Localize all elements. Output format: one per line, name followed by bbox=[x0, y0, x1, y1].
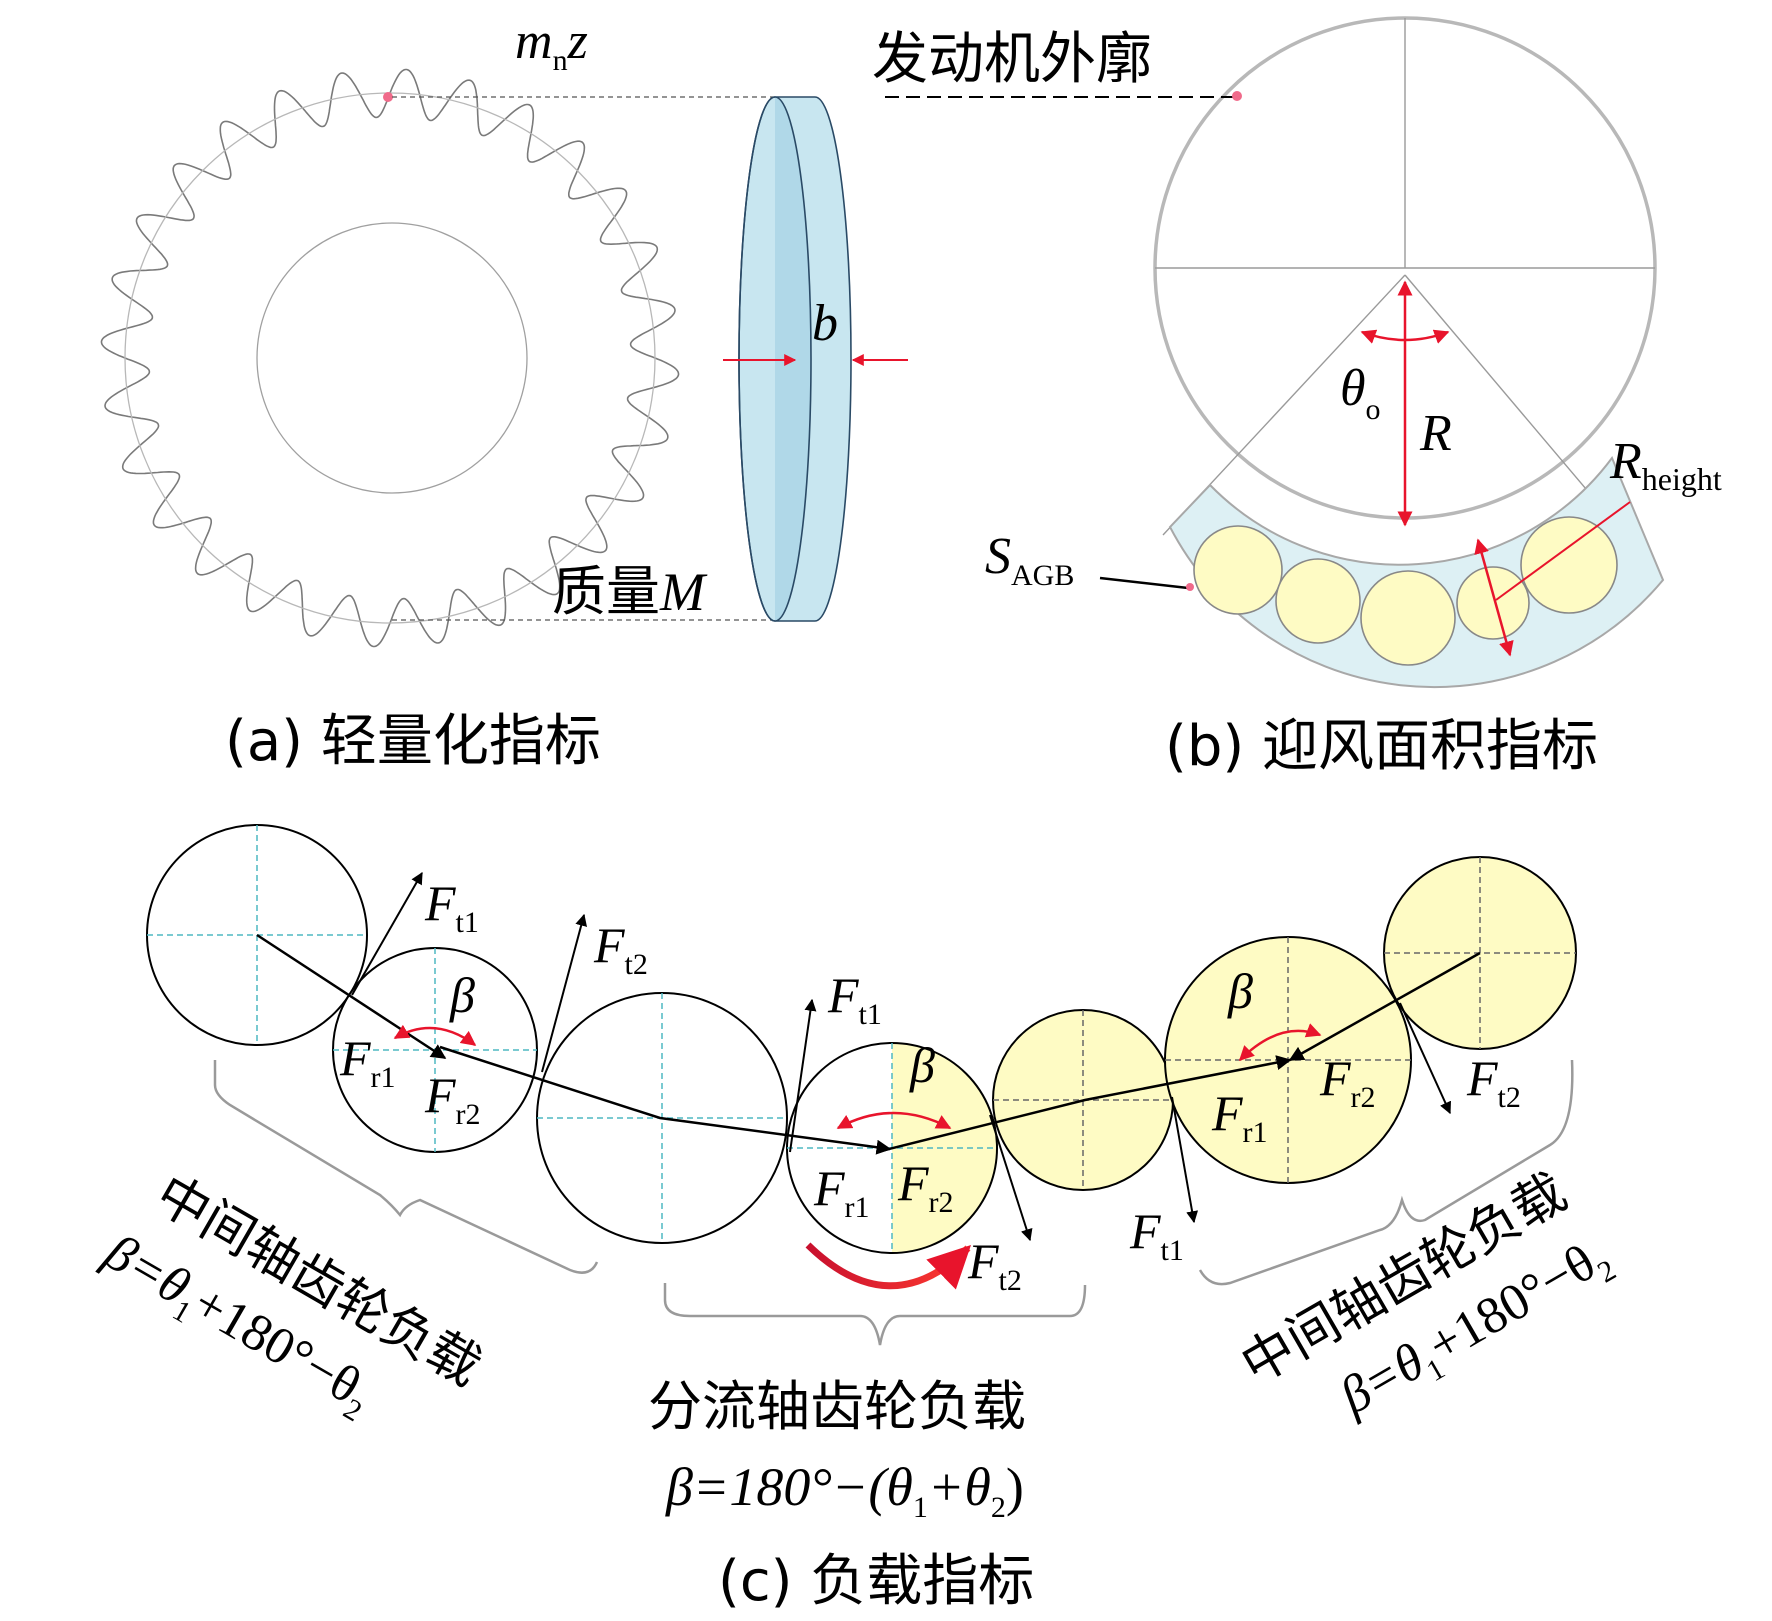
caption-c: (c) 负载指标 bbox=[718, 1549, 1034, 1614]
beta-arc-right bbox=[1238, 1023, 1322, 1062]
ft1-label-center: Ft1 bbox=[827, 967, 882, 1031]
rheight-leader bbox=[1495, 501, 1631, 601]
ft2-arrow-center bbox=[989, 1114, 1033, 1242]
fr1-label-right: Fr1 bbox=[1211, 1085, 1268, 1149]
engine-outline-label: 发动机外廓 bbox=[872, 27, 1152, 92]
brace-left bbox=[213, 1060, 599, 1274]
fr2-label-center: Fr2 bbox=[897, 1155, 954, 1219]
gear-pitch-circle bbox=[124, 92, 656, 624]
brace-right bbox=[1198, 1059, 1574, 1286]
sagb-label: SAGB bbox=[985, 528, 1074, 592]
fr2-label-right: Fr2 bbox=[1319, 1050, 1376, 1114]
theta-arc bbox=[1360, 329, 1450, 344]
panel-c: Ft1 Ft2 β Fr1 Fr2 Ft1 β Fr1 Fr2 Ft2 β Fr… bbox=[95, 824, 1622, 1614]
panel-a: b mnz 质量M (a) 轻量化指标 bbox=[100, 13, 908, 774]
agb-gear-2 bbox=[1275, 558, 1361, 644]
ft2-label-left: Ft2 bbox=[593, 917, 648, 981]
ft2-arrow-right bbox=[1399, 1002, 1451, 1115]
brace-center bbox=[663, 1283, 1087, 1346]
agb-gear-5 bbox=[1520, 516, 1618, 614]
right-annotation: 中间轴齿轮负载 β=θ1+180°−θ2 bbox=[1232, 1162, 1622, 1426]
caption-a: (a) 轻量化指标 bbox=[225, 709, 601, 774]
mass-label: 质量M bbox=[552, 560, 708, 623]
agb-gear-3 bbox=[1360, 570, 1456, 666]
engine-outline-marker bbox=[1232, 91, 1242, 101]
fr2-label-left: Fr2 bbox=[424, 1067, 481, 1131]
sagb-marker bbox=[1186, 583, 1194, 591]
fr1-label-left: Fr1 bbox=[339, 1030, 396, 1094]
ft2-label-center: Ft2 bbox=[967, 1233, 1022, 1297]
beta-label-right: β bbox=[1227, 963, 1253, 1019]
width-label-b: b bbox=[812, 295, 838, 352]
center-annotation-equation: β=180°−(θ1+θ2) bbox=[665, 1457, 1024, 1524]
rotation-arrow bbox=[805, 1242, 971, 1290]
ft1-label-right: Ft1 bbox=[1129, 1203, 1184, 1267]
load-line-right bbox=[884, 1055, 1292, 1152]
load-line-far-right bbox=[1288, 951, 1481, 1062]
agb-gear-1 bbox=[1193, 525, 1283, 615]
rheight-arrow bbox=[1474, 538, 1514, 657]
beta-label-center: β bbox=[909, 1037, 935, 1093]
beta-arc-center bbox=[836, 1111, 952, 1130]
center-annotation-title: 分流轴齿轮负载 bbox=[648, 1375, 1026, 1438]
sagb-leader bbox=[1099, 576, 1189, 590]
radius-label: R bbox=[1419, 405, 1452, 462]
theta-o-label: θo bbox=[1340, 360, 1381, 426]
ft2-arrow-left bbox=[541, 913, 588, 1073]
load-gear-4-half-fill bbox=[892, 1043, 997, 1253]
beta-arc-left bbox=[393, 1024, 477, 1047]
fr1-label-center: Fr1 bbox=[813, 1160, 870, 1224]
panel-b: 发动机外廓 θo R Rheight SAGB (b) 迎风面积指标 bbox=[872, 16, 1722, 779]
ft1-label-left: Ft1 bbox=[424, 875, 479, 939]
ft2-label-right: Ft2 bbox=[1466, 1050, 1521, 1114]
module-teeth-label: mnz bbox=[515, 13, 588, 77]
load-line-center bbox=[439, 1045, 892, 1155]
ft1-arrow-right bbox=[1171, 1096, 1199, 1224]
left-annotation: 中间轴齿轮负载 β=θ1+180°−θ2 bbox=[95, 1164, 491, 1428]
ft1-arrow-left bbox=[351, 871, 423, 996]
ft1-arrow-center bbox=[789, 998, 817, 1153]
pitch-point-marker bbox=[383, 92, 393, 102]
beta-label-left: β bbox=[449, 967, 475, 1023]
rheight-label: Rheight bbox=[1609, 433, 1722, 497]
agb-gear-4 bbox=[1456, 566, 1530, 640]
caption-b: (b) 迎风面积指标 bbox=[1165, 714, 1598, 779]
gear-bore-circle bbox=[256, 222, 528, 494]
